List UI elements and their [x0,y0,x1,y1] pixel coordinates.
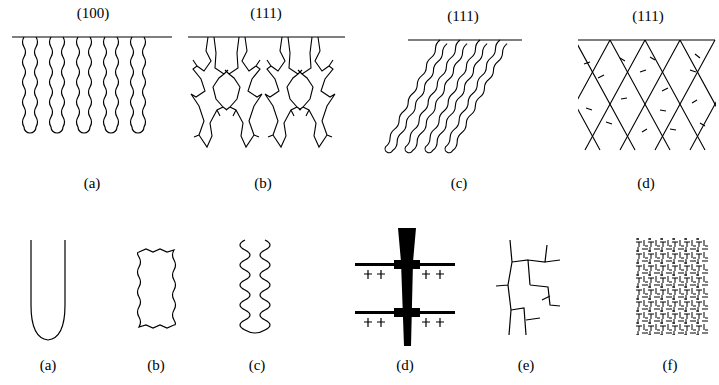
panel-label: (a) [84,176,101,191]
rough-pore [138,249,176,328]
top-panel-d [540,40,719,150]
straight-pore [104,37,119,133]
branched-pore [225,37,262,147]
top-panel-a [12,37,172,133]
straight-pore [131,37,146,133]
plane-label: (100) [77,6,110,21]
wavy-pore [240,240,270,333]
crossing-pores [578,40,716,150]
smooth-pore [31,240,65,340]
panel-label: (b) [147,358,165,373]
panel-label: (c) [451,176,468,191]
straight-pore [23,37,38,133]
panel-label: (c) [249,358,266,373]
surface-line [408,39,522,40]
surface-line [578,39,715,40]
branched-pore [265,37,302,147]
panel-label: (e) [518,358,535,373]
top-panel-c [383,39,522,154]
panel-label: (f) [663,358,678,373]
panel-label: (d) [637,176,655,191]
branched-pore [298,37,335,147]
panel-label: (b) [254,176,272,191]
top-panel-b [188,37,345,147]
bottom-shapes [31,240,560,340]
straight-pore [50,37,65,133]
branched-pore [191,37,228,147]
surface-line [188,36,345,37]
plane-label: (111) [447,9,478,24]
panel-label: (a) [40,358,57,373]
panel-label: (d) [396,358,414,373]
branching-lines [496,240,560,335]
inclined-pore [443,39,509,154]
plane-label: (111) [250,6,281,21]
small-crosses [364,270,444,327]
straight-pore [77,37,92,133]
mesh-pores [636,238,708,335]
plane-label: (111) [632,9,663,24]
inclined-pore [423,39,489,154]
dendrite-cross [355,228,455,346]
